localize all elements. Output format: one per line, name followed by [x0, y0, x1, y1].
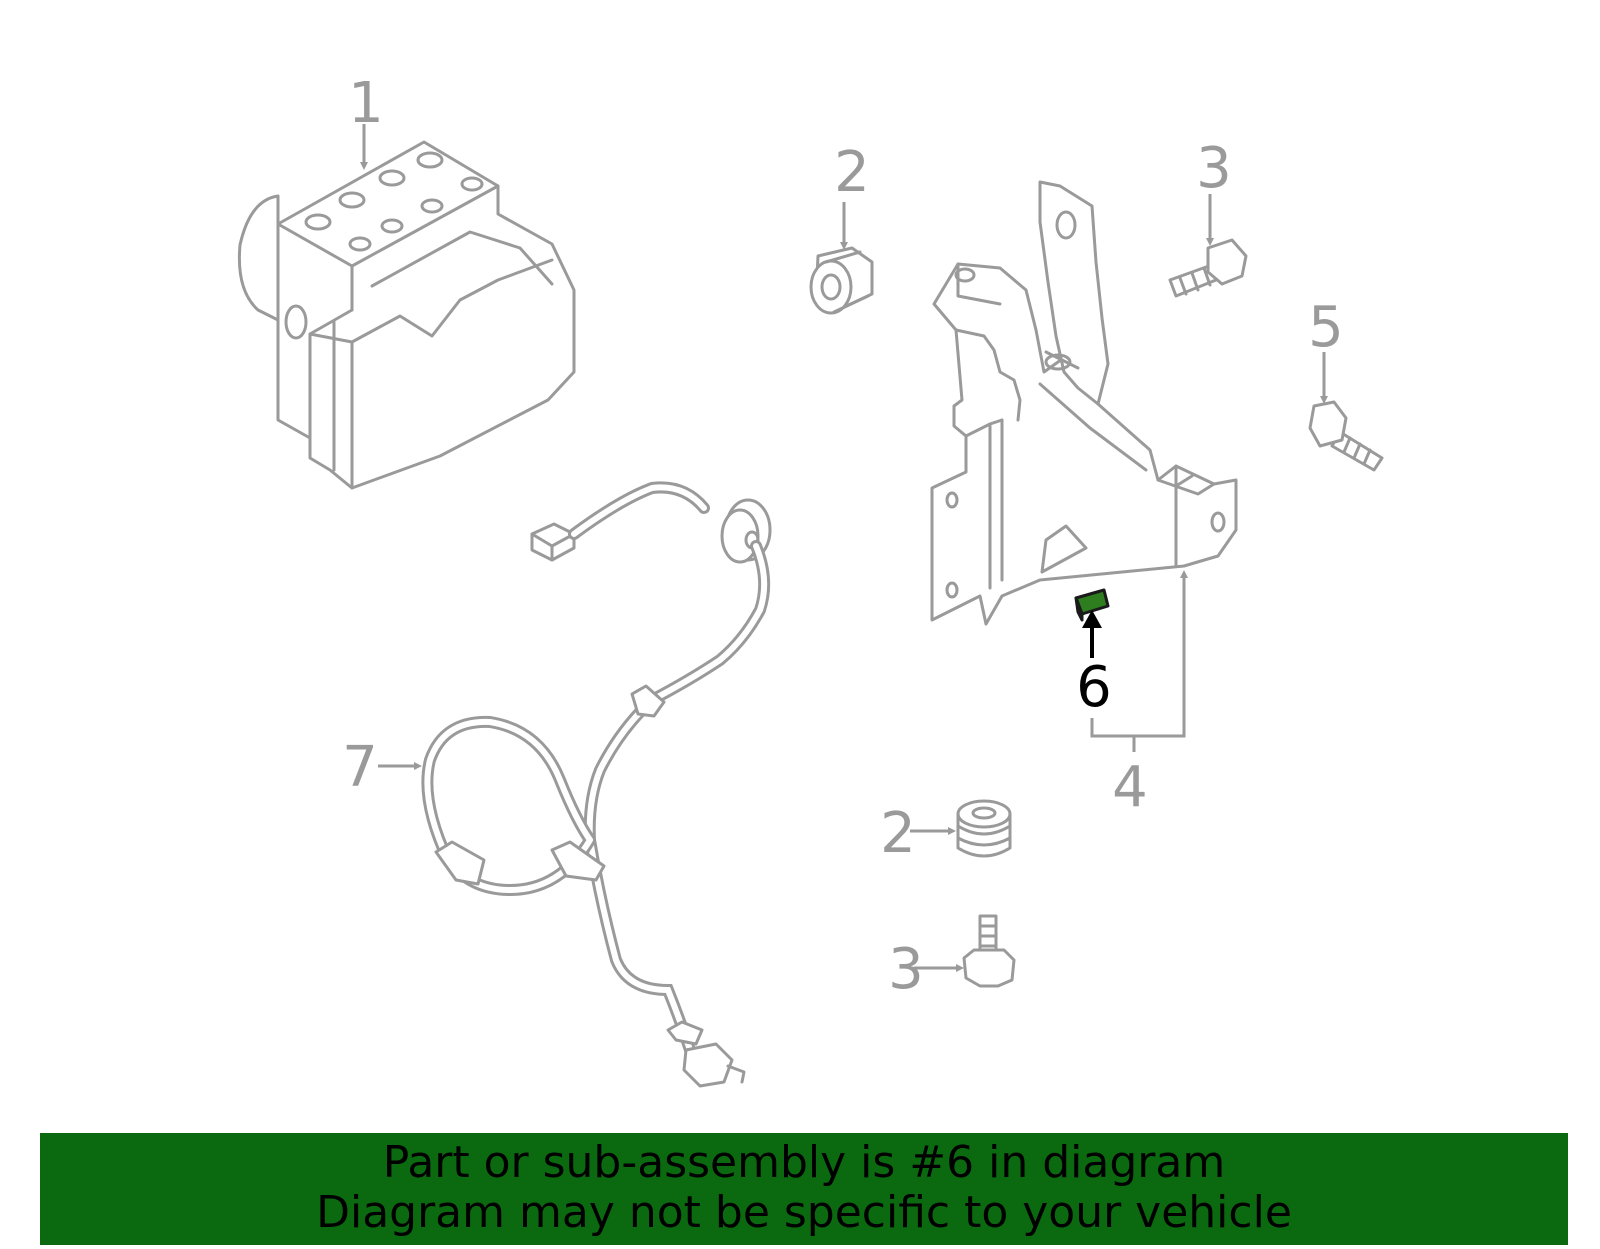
callouts: 1 2 3 5 6 4 7 2 3 [342, 71, 1344, 1002]
bolt-right [1308, 400, 1384, 472]
callout-3-upper: 3 [1196, 136, 1232, 201]
callout-6: 6 [1076, 655, 1112, 720]
callout-1: 1 [348, 71, 384, 136]
banner-line-disclaimer: Diagram may not be specific to your vehi… [316, 1187, 1292, 1238]
wheel-speed-sensor-harness [421, 481, 772, 1088]
highlighted-part-6 [1074, 588, 1110, 622]
grommet-upper [809, 246, 874, 315]
info-banner: Part or sub-assembly is #6 in diagram Di… [40, 1133, 1568, 1245]
callout-7: 7 [342, 735, 378, 800]
leader-lines [360, 124, 1328, 972]
leader-4 [1090, 570, 1188, 738]
callout-5: 5 [1308, 295, 1344, 360]
leader-6-arrowhead [1082, 610, 1102, 628]
banner-line-part: Part or sub-assembly is #6 in diagram [382, 1137, 1226, 1188]
callout-2-lower: 2 [880, 801, 916, 866]
abs-modulator-unit [237, 140, 576, 490]
bracket [930, 180, 1238, 626]
bolt-lower [962, 914, 1016, 988]
callout-3-lower: 3 [888, 937, 924, 1002]
callout-4: 4 [1112, 755, 1148, 820]
grommet-lower [956, 799, 1012, 858]
bolt-upper [1168, 238, 1248, 298]
callout-2-upper: 2 [834, 140, 870, 205]
